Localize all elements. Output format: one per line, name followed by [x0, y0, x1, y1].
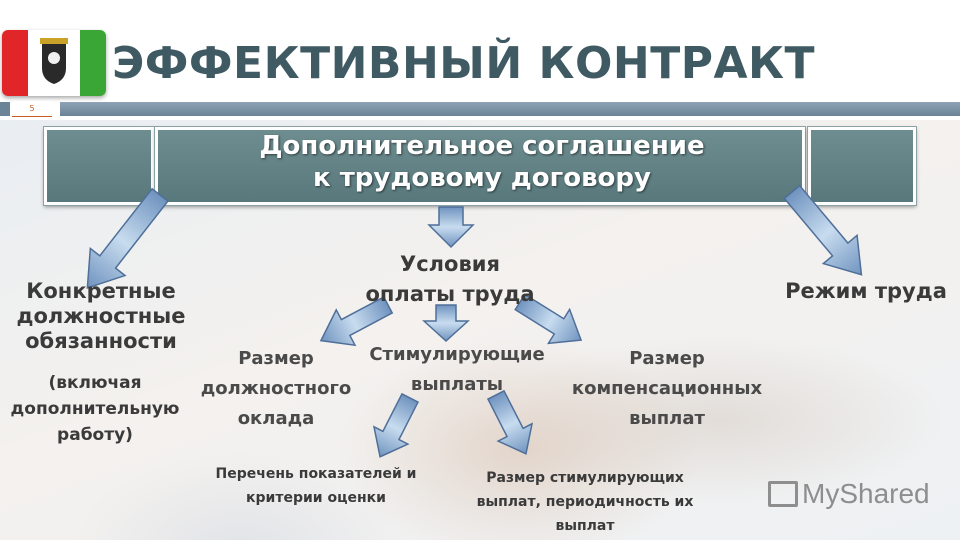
node-duties-note1: (включая — [48, 373, 142, 393]
node-compensation-line1: Размер — [629, 348, 705, 369]
arrow-to-compensation — [514, 293, 583, 345]
arrow-to-schedule — [783, 184, 863, 276]
header-side-box-right — [808, 127, 916, 205]
node-incentive-line2: выплаты — [410, 374, 504, 395]
node-duties-line2: должностные — [16, 304, 186, 328]
arrow-to-indicators — [372, 392, 420, 458]
arrow-to-incentive-size — [486, 389, 534, 455]
node-pay-terms: Условия оплаты труда — [352, 249, 548, 309]
node-compensation-line2: компенсационных — [571, 378, 763, 399]
node-incentive-line1: Стимулирующие — [369, 344, 545, 365]
watermark-text: MyShared — [802, 478, 930, 509]
header-main-box — [155, 127, 805, 205]
node-compensation: Размер компенсационных выплат — [562, 344, 772, 434]
node-schedule: Режим труда — [785, 279, 947, 303]
node-duties-line1: Конкретные — [26, 279, 176, 303]
header-title-line2: к трудовому договору — [313, 163, 651, 193]
node-salary-line1: Размер — [238, 348, 314, 369]
title-rule — [60, 102, 960, 116]
page-title: ЭФФЕКТИВНЫЙ КОНТРАКТ — [112, 38, 815, 89]
node-pay-terms-line2: оплаты труда — [365, 282, 535, 306]
node-salary: Размер должностного оклада — [194, 344, 358, 434]
node-incentive: Стимулирующие выплаты — [360, 340, 554, 400]
node-compensation-line3: выплат — [629, 408, 705, 429]
node-indicators-line1: Перечень показателей и — [215, 466, 417, 482]
node-incentive-size-line3: выплат — [555, 518, 615, 534]
node-duties-note: (включая дополнительную работу) — [6, 370, 184, 448]
node-incentive-size-line2: выплат, периодичность их — [476, 494, 694, 510]
header-side-box-left — [44, 127, 154, 205]
watermark-logo: MyShared — [768, 478, 930, 510]
node-incentive-size: Размер стимулирующих выплат, периодичнос… — [462, 466, 708, 538]
node-duties: Конкретные должностные обязанности — [6, 279, 196, 354]
node-salary-line3: оклада — [237, 408, 315, 429]
arrow-to-salary — [319, 296, 394, 347]
presentation-icon — [768, 481, 798, 507]
page-number: 5 — [12, 101, 52, 117]
arrow-to-duties — [86, 187, 169, 290]
region-flag-icon — [2, 30, 106, 96]
title-rule-left — [0, 102, 10, 116]
node-duties-line3: обязанности — [25, 329, 177, 353]
header-title-line1: Дополнительное соглашение — [259, 131, 705, 161]
node-salary-line2: должностного — [200, 378, 352, 399]
node-duties-note3: работу) — [57, 425, 133, 445]
arrow-to-incentive — [422, 304, 470, 343]
node-indicators: Перечень показателей и критерии оценки — [200, 462, 432, 510]
header-title: Дополнительное соглашение к трудовому до… — [158, 130, 806, 194]
node-indicators-line2: критерии оценки — [246, 490, 386, 506]
arrow-to-pay-terms — [427, 206, 475, 249]
node-pay-terms-line1: Условия — [400, 252, 500, 276]
node-incentive-size-line1: Размер стимулирующих — [486, 470, 684, 486]
node-duties-note2: дополнительную — [10, 399, 180, 419]
